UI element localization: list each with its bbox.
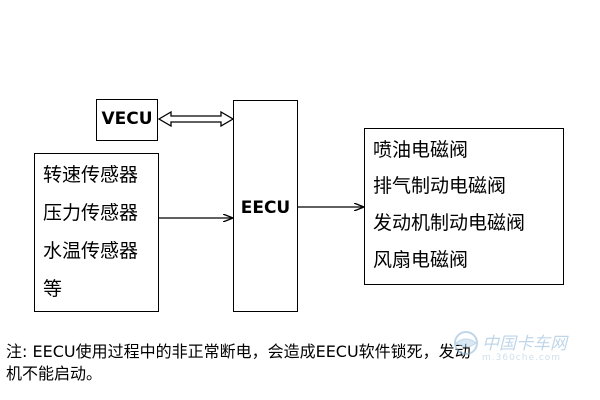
output-box: 喷油电磁阀 排气制动电磁阀 发动机制动电磁阀 风扇电磁阀 bbox=[364, 128, 564, 285]
output-item-injector-valve: 喷油电磁阀 bbox=[373, 139, 469, 161]
output-item-exhaust-brake-valve: 排气制动电磁阀 bbox=[373, 175, 507, 197]
output-item-fan-valve: 风扇电磁阀 bbox=[373, 249, 469, 271]
vecu-label: VECU bbox=[101, 109, 153, 129]
sensor-item-speed: 转速传感器 bbox=[43, 164, 139, 186]
sensor-item-etc: 等 bbox=[43, 278, 63, 300]
watermark-subtext: m.360che.com bbox=[482, 353, 562, 363]
watermark-logo: 中国卡车网 m.360che.com bbox=[452, 327, 592, 385]
vecu-box: VECU bbox=[96, 99, 158, 141]
watermark-globe-icon bbox=[454, 331, 478, 355]
output-item-engine-brake-valve: 发动机制动电磁阀 bbox=[373, 212, 526, 234]
note-line-1: 注: EECU使用过程中的非正常断电，会造成EECU软件锁死，发动 bbox=[6, 342, 471, 361]
note-line-2: 机不能启动。 bbox=[6, 364, 103, 383]
sensor-item-water-temp: 水温传感器 bbox=[43, 240, 139, 262]
eecu-label: EECU bbox=[240, 198, 291, 218]
vecu-eecu-bidirectional-arrow bbox=[157, 110, 235, 128]
sensor-item-pressure: 压力传感器 bbox=[43, 202, 139, 224]
eecu-box: EECU bbox=[233, 100, 298, 312]
sensor-box: 转速传感器 压力传感器 水温传感器 等 bbox=[34, 153, 159, 312]
watermark-text: 中国卡车网 bbox=[482, 334, 567, 354]
